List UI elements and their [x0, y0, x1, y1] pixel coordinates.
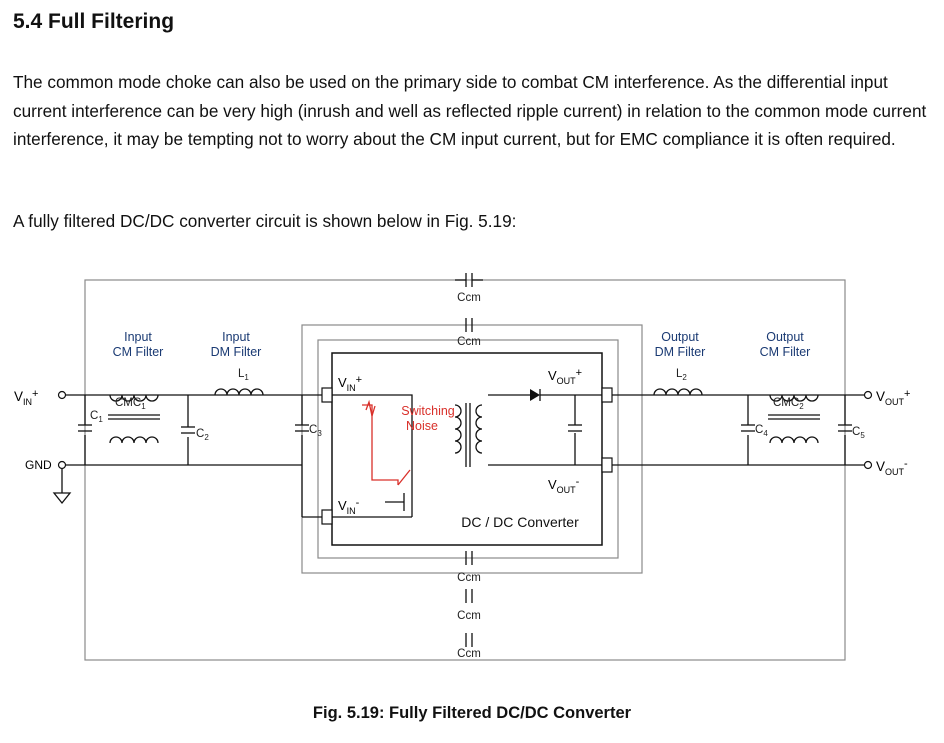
- label-c1: C1: [90, 410, 103, 424]
- label-c3: C3: [309, 424, 322, 438]
- ground-symbol: [52, 469, 72, 505]
- label-input-cm-1: Input: [124, 330, 152, 344]
- circuit-diagram: Input CM Filter Input DM Filter Output D…: [14, 273, 910, 661]
- label-ccm-bot1: Ccm: [457, 572, 481, 584]
- label-l2: L2: [676, 368, 687, 382]
- label-output-cm-2: CM Filter: [760, 345, 811, 359]
- label-output-dm-2: DM Filter: [655, 345, 706, 359]
- label-ccm-bot2: Ccm: [457, 610, 481, 622]
- paragraph-figure-intro: A fully filtered DC/DC converter circuit…: [13, 211, 517, 231]
- label-inner-vout-plus: VOUT+: [548, 367, 582, 386]
- label-c4: C4: [755, 424, 768, 438]
- section-heading: 5.4 Full Filtering: [13, 10, 175, 33]
- label-vin: VIN+: [14, 388, 38, 407]
- primary-top-wire: [332, 394, 413, 485]
- label-ccm-bot3: Ccm: [457, 648, 481, 660]
- capacitor-c2: [181, 395, 195, 465]
- label-input-dm-2: DM Filter: [211, 345, 262, 359]
- pin-vout-plus: [601, 387, 613, 403]
- label-vout-plus: VOUT+: [876, 388, 910, 407]
- inductor-l1: [214, 388, 264, 396]
- label-switching-2: Noise: [406, 419, 438, 433]
- label-output-dm-1: Output: [661, 330, 699, 344]
- output-capacitor: [568, 395, 582, 465]
- pin-vin-minus: [321, 509, 333, 525]
- capacitor-c3: [295, 395, 309, 465]
- choke-cmc1: [108, 394, 160, 444]
- ccm-top-outer: [455, 273, 483, 287]
- label-l1: L1: [238, 368, 249, 382]
- label-c5: C5: [852, 426, 865, 440]
- label-inner-vin-minus: VIN-: [338, 497, 360, 516]
- ccm-bottom: [465, 551, 473, 647]
- label-input-cm-2: CM Filter: [113, 345, 164, 359]
- capacitor-c5: [838, 395, 852, 465]
- vin-terminal: [57, 390, 67, 400]
- inductor-l2: [653, 388, 703, 396]
- ccm-top-inner: [465, 318, 473, 332]
- switching-noise-trace: [362, 404, 399, 485]
- label-dcdc-converter: DC / DC Converter: [461, 514, 579, 530]
- noise-spike: [365, 399, 376, 417]
- label-cmc2: CMC2: [773, 397, 804, 411]
- choke-cmc2: [768, 394, 820, 444]
- label-gnd: GND: [25, 458, 52, 472]
- label-inner-vout-minus: VOUT-: [548, 476, 580, 495]
- pin-vin-plus: [321, 387, 333, 403]
- paragraph-cm-choke: The common mode choke can also be used o…: [13, 72, 927, 149]
- vout-minus-terminal: [863, 460, 873, 470]
- label-ccm-top1: Ccm: [457, 292, 481, 304]
- label-cmc1: CMC1: [115, 397, 146, 411]
- switch-transistor: [332, 485, 413, 518]
- vout-plus-terminal: [863, 390, 873, 400]
- label-switching-1: Switching: [401, 404, 455, 418]
- label-inner-vin-plus: VIN+: [338, 374, 362, 393]
- pin-vout-minus: [601, 457, 613, 473]
- capacitor-c4: [741, 395, 755, 465]
- inner-frame: [317, 339, 619, 559]
- label-vout-minus: VOUT-: [876, 458, 908, 477]
- transformer: [454, 403, 483, 467]
- label-ccm-top2: Ccm: [457, 336, 481, 348]
- label-c2: C2: [196, 428, 209, 442]
- figure-caption: Fig. 5.19: Fully Filtered DC/DC Converte…: [312, 704, 632, 722]
- gnd-terminal: [57, 460, 67, 470]
- diode: [530, 389, 540, 401]
- middle-frame: [301, 324, 643, 574]
- capacitor-c1: [78, 395, 92, 465]
- label-output-cm-1: Output: [766, 330, 804, 344]
- converter-box: [331, 352, 603, 546]
- label-input-dm-1: Input: [222, 330, 250, 344]
